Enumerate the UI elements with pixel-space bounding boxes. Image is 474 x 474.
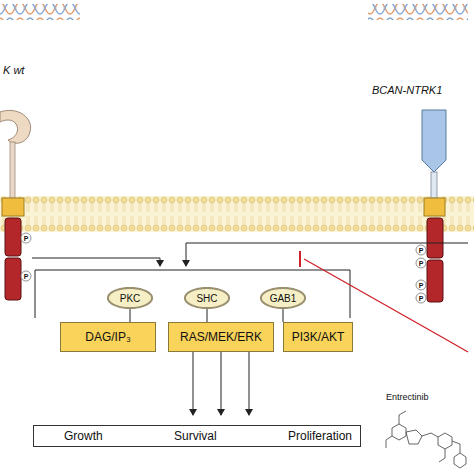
signal-arrow: [283, 309, 284, 322]
phospho-mark: P: [419, 260, 424, 267]
node-text: SHC: [196, 293, 217, 304]
pathway-box: RAS/MEK/ERK: [168, 322, 274, 352]
gene-label: BCAN-NTRK1: [372, 84, 442, 96]
phospho-mark: P: [419, 295, 424, 302]
node-text: Growth: [64, 429, 103, 443]
node-text: Survival: [174, 429, 217, 443]
node-text: PI3K/AKT: [292, 330, 345, 344]
signal-arrow: [221, 352, 222, 415]
phospho-mark: P: [419, 282, 424, 289]
signal-arrow: [193, 352, 194, 415]
node-text: GAB1: [270, 293, 297, 304]
drug-label: Entrectinib: [386, 392, 429, 402]
signal-arrow: [249, 352, 250, 415]
phospho-mark: P: [24, 235, 29, 242]
pathway-box: DAG/IP₃: [60, 322, 156, 352]
phospho-mark: P: [419, 247, 424, 254]
node-text: PKC: [120, 293, 141, 304]
node-text: RAS/MEK/ERK: [180, 330, 262, 344]
adaptor-ellipse: GAB1: [260, 287, 306, 309]
gene-label: K wt: [3, 64, 24, 76]
node-text: Proliferation: [288, 429, 352, 443]
adaptor-ellipse: PKC: [107, 287, 153, 309]
node-text: DAG/IP₃: [85, 330, 131, 344]
adaptor-ellipse: SHC: [184, 287, 230, 309]
phospho-mark: P: [24, 273, 29, 280]
outcome-box: Growth Survival Proliferation: [33, 425, 361, 447]
signal-arrow: [207, 309, 208, 322]
pathway-box: PI3K/AKT: [283, 322, 353, 352]
signal-arrow: [130, 309, 131, 322]
